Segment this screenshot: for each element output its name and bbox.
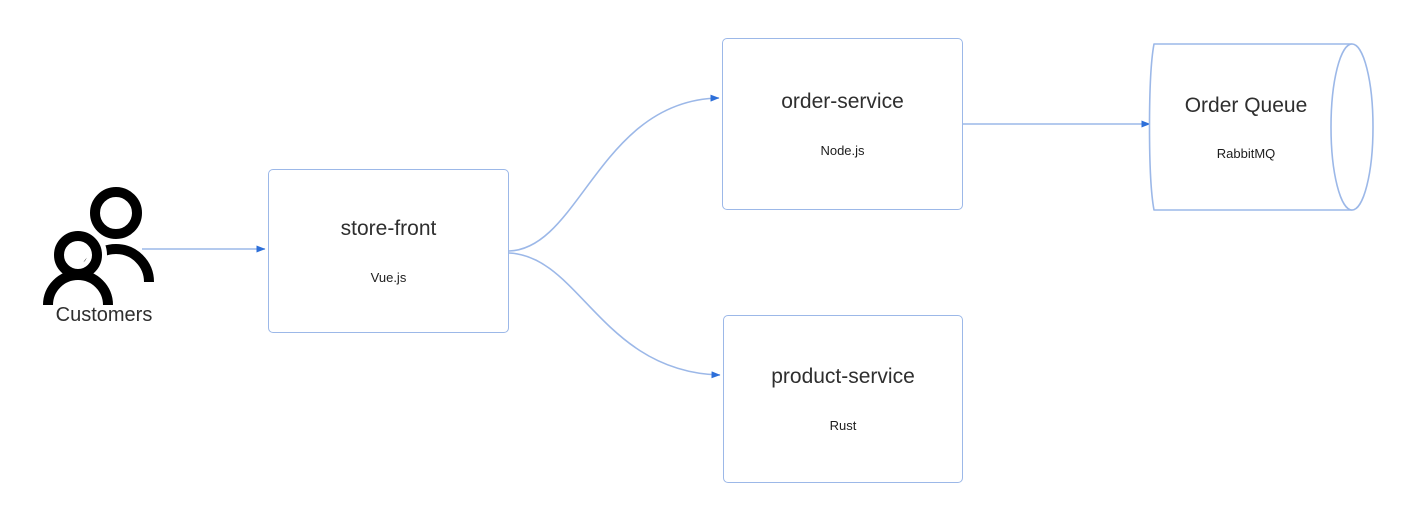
node-title: order-service	[781, 90, 904, 113]
actor-label: Customers	[55, 304, 153, 326]
node-title: product-service	[771, 365, 915, 388]
edge-store-front-to-order-service	[508, 94, 720, 252]
node-order-queue[interactable]: Order Queue RabbitMQ	[1148, 38, 1380, 216]
node-subtitle: Node.js	[820, 143, 865, 158]
node-subtitle: Rust	[829, 418, 857, 433]
node-store-front[interactable]: store-front Vue.js	[268, 169, 509, 333]
edge-store-front-to-product-service	[508, 252, 721, 379]
node-product-service[interactable]: product-service Rust	[723, 315, 963, 483]
cylinder-shape	[1148, 43, 1374, 211]
node-title: store-front	[340, 217, 437, 240]
actor-customers[interactable]: Customers	[38, 185, 170, 340]
node-order-service[interactable]: order-service Node.js	[722, 38, 963, 210]
node-subtitle: Vue.js	[370, 270, 407, 285]
two-people-icon	[38, 187, 154, 305]
